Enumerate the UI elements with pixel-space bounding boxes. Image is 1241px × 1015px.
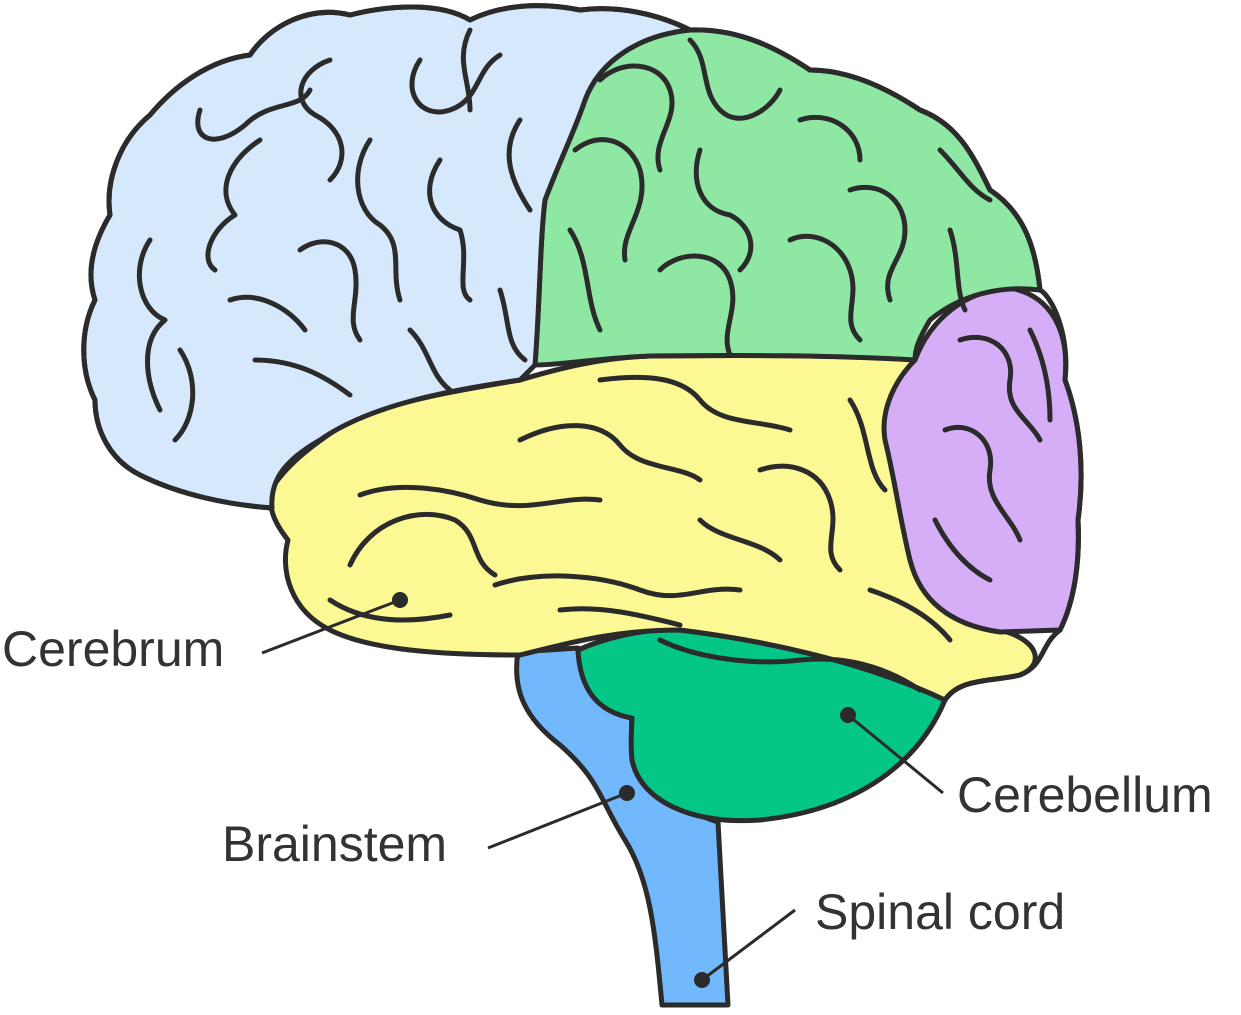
spinal-cord-leader	[701, 908, 796, 982]
brainstem-marker	[619, 785, 635, 801]
cerebrum-leader	[261, 598, 401, 655]
spinal-cord-marker	[694, 972, 710, 988]
cerebellum-leader	[847, 713, 944, 795]
cerebrum-label: Cerebrum	[2, 621, 224, 677]
cerebrum-marker	[392, 592, 408, 608]
brainstem-leader	[487, 791, 628, 850]
spinal-cord-label: Spinal cord	[815, 884, 1065, 940]
gyri-lines	[136, 27, 1053, 693]
leaders	[261, 592, 944, 988]
cerebellum-label: Cerebellum	[957, 767, 1213, 823]
cerebellum-marker	[840, 707, 856, 723]
brainstem-label: Brainstem	[222, 816, 447, 872]
brain-outline	[81, 3, 1084, 703]
